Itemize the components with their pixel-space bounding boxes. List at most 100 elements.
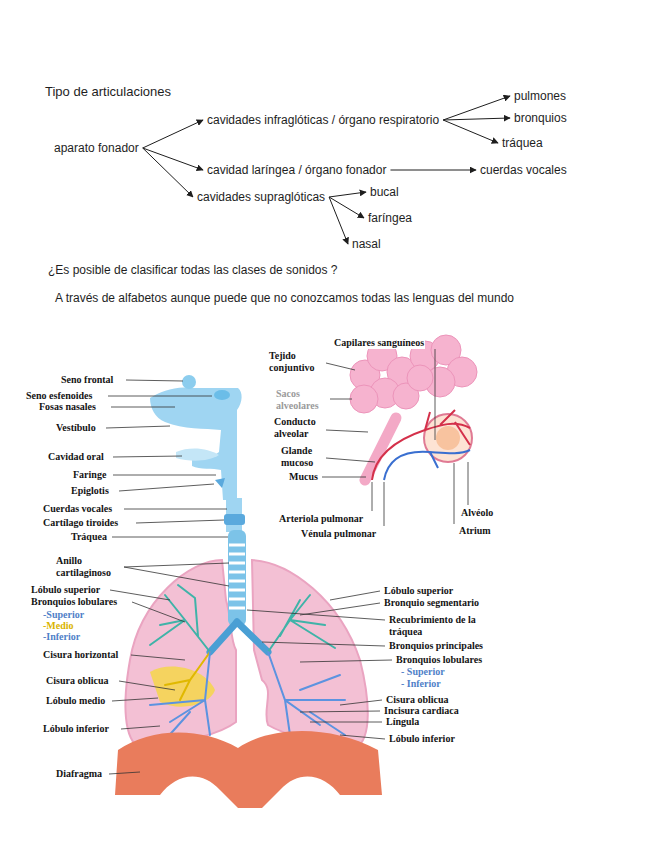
alveoli-inset bbox=[350, 335, 477, 480]
branch-arrow bbox=[329, 192, 366, 197]
part-label: Faringe bbox=[72, 469, 107, 481]
ring bbox=[229, 562, 245, 565]
leader-line bbox=[330, 399, 352, 400]
main-bronchus bbox=[237, 622, 268, 652]
tree-term: bronquios bbox=[512, 110, 569, 126]
term-text: bronquios bbox=[514, 111, 567, 125]
part-label: Vénula pulmonar bbox=[300, 528, 377, 540]
main-bronchus bbox=[210, 622, 237, 652]
tree-term: cavidades supraglóticas bbox=[195, 189, 327, 205]
part-label: Lóbulo medio bbox=[45, 695, 106, 707]
upper-branches bbox=[150, 585, 210, 652]
part-label: Vestíbulo bbox=[55, 422, 97, 434]
leader-line bbox=[340, 700, 382, 705]
frontal-sinus bbox=[182, 375, 196, 389]
part-label: Atrium bbox=[458, 525, 492, 537]
leader-line bbox=[113, 475, 216, 476]
ring bbox=[229, 544, 245, 547]
alveolar-sac bbox=[350, 385, 378, 413]
part-label: Tejido conjuntivo bbox=[268, 350, 325, 374]
leader-line bbox=[108, 396, 212, 397]
leader-line bbox=[112, 537, 228, 538]
diaphragm bbox=[115, 731, 382, 808]
alveolar-sac bbox=[407, 365, 433, 391]
leader-line bbox=[110, 590, 170, 600]
leader-lines bbox=[106, 349, 468, 774]
term-text: cavidades supraglóticas bbox=[197, 190, 325, 204]
leader-line bbox=[111, 407, 175, 408]
part-label: Anillo cartilaginoso bbox=[55, 555, 123, 579]
part-label: Bronquio segmentario bbox=[383, 597, 480, 609]
leader-line bbox=[132, 602, 185, 622]
term-text: aparato fonador bbox=[54, 141, 139, 155]
branch-arrow bbox=[143, 120, 203, 148]
leader-line bbox=[121, 726, 160, 729]
tree-term: bucal bbox=[368, 184, 401, 200]
branch-arrow bbox=[143, 148, 203, 170]
term-text: bucal bbox=[370, 185, 399, 199]
ring bbox=[229, 589, 245, 592]
part-label: Seno frontal bbox=[60, 374, 114, 386]
sphenoid-sinus bbox=[214, 390, 230, 400]
heading: Tipo de articulaciones bbox=[45, 83, 171, 100]
part-label: Cavidad oral bbox=[47, 451, 105, 463]
note-text: A través de alfabetos aunque puede que n… bbox=[55, 287, 615, 310]
tree-term: cuerdas vocales bbox=[478, 162, 569, 178]
part-label: Bronquios principales bbox=[388, 640, 484, 652]
epiglottis bbox=[215, 478, 225, 488]
tree-term: tráquea bbox=[500, 135, 545, 151]
part-label: Mucus bbox=[288, 471, 319, 483]
leader-line bbox=[454, 463, 455, 524]
part-label: Diafragma bbox=[55, 768, 103, 780]
branch-arrow bbox=[143, 148, 193, 197]
term-text: faríngea bbox=[368, 211, 412, 225]
ring bbox=[229, 598, 245, 601]
part-label: Cartílago tiroides bbox=[42, 517, 119, 529]
branch-arrow bbox=[443, 96, 510, 120]
nasal-pharynx-cavity bbox=[150, 388, 242, 500]
part-label: Capilares sanguíneos bbox=[333, 337, 425, 349]
ring bbox=[229, 607, 245, 610]
trachea bbox=[228, 530, 246, 626]
leader-line bbox=[340, 735, 385, 739]
part-label: Bronquios lobulares bbox=[395, 654, 483, 666]
right-lung bbox=[125, 560, 236, 748]
part-label: Cisura horizontal bbox=[42, 649, 119, 661]
branch-arrow bbox=[329, 197, 364, 218]
alveolar-duct bbox=[365, 418, 396, 480]
lower-branches bbox=[150, 652, 210, 740]
oral-cavity bbox=[176, 448, 219, 460]
part-label: Lóbulo inferior bbox=[388, 733, 456, 745]
leader-line bbox=[262, 642, 385, 646]
leader-line bbox=[131, 655, 185, 660]
term-text: nasal bbox=[352, 237, 381, 251]
leader-line bbox=[136, 520, 224, 523]
part-label: Lóbulo inferior bbox=[42, 723, 110, 735]
leader-line bbox=[106, 426, 170, 428]
part-label: Epiglotis bbox=[70, 485, 110, 497]
note-text: ¿Es posible de clasificar todas las clas… bbox=[48, 262, 337, 278]
leader-line bbox=[372, 482, 373, 511]
part-label: Glande mucoso bbox=[280, 445, 324, 469]
branch-arrow bbox=[329, 197, 348, 244]
lower-branches bbox=[268, 652, 345, 735]
part-label: Arteriola pulmonar bbox=[278, 513, 364, 525]
cartilage-rings bbox=[229, 545, 245, 608]
tree-term: faríngea bbox=[366, 210, 414, 226]
leader-line bbox=[119, 484, 214, 491]
term-text: cuerdas vocales bbox=[480, 163, 567, 177]
leader-line bbox=[126, 380, 183, 381]
ring bbox=[229, 580, 245, 583]
leader-line bbox=[119, 681, 175, 690]
leader-line bbox=[124, 509, 227, 510]
arteriole bbox=[372, 410, 470, 480]
middle-branches bbox=[165, 652, 210, 700]
leader-line bbox=[384, 482, 385, 526]
term-text: tráquea bbox=[502, 136, 543, 150]
leader-line bbox=[326, 363, 355, 370]
alveolus-atrium bbox=[436, 426, 460, 450]
leader-line bbox=[326, 430, 368, 432]
part-label: Lóbulo superior bbox=[30, 584, 101, 596]
part-label: Fosas nasales bbox=[38, 401, 97, 413]
